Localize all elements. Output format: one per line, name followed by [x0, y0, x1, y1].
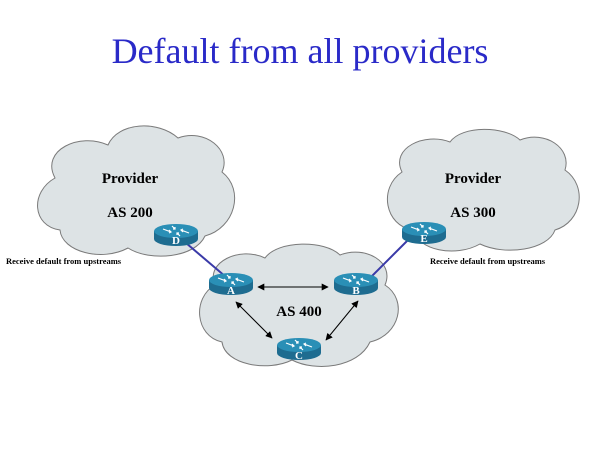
uplink-d-a: [185, 242, 227, 278]
provider-left-as: AS 200: [107, 205, 152, 221]
router-e-label: E: [420, 233, 427, 245]
slide-title: Default from all providers: [111, 31, 489, 71]
link-a-c: [235, 301, 273, 339]
provider-right-name: Provider: [445, 171, 502, 187]
router-a-label: A: [227, 285, 235, 297]
router-a: A: [208, 272, 254, 297]
link-b-c: [325, 300, 359, 341]
provider-left-name: Provider: [102, 171, 159, 187]
router-b-label: B: [352, 285, 360, 297]
router-d-label: D: [172, 235, 180, 247]
router-c: C: [276, 337, 322, 362]
local-as: AS 400: [276, 304, 321, 320]
note-right: Receive default from upstreams: [430, 256, 546, 266]
provider-right-as: AS 300: [450, 205, 495, 221]
router-d: D: [153, 223, 199, 247]
router-e: E: [401, 221, 447, 245]
uplink-e-b: [370, 237, 411, 278]
router-c-label: C: [295, 350, 303, 362]
cloud-provider-left: [37, 125, 236, 257]
router-b: B: [333, 272, 379, 297]
note-left: Receive default from upstreams: [6, 256, 122, 266]
